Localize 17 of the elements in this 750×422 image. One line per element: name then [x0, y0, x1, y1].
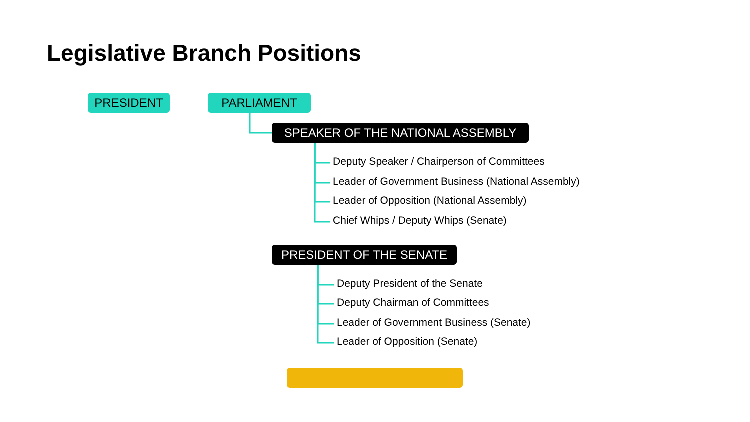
position-box: PRESIDENT OF THE SENATE [272, 245, 457, 265]
position-label: Leader of Government Business (Senate) [337, 316, 531, 332]
position-label: Deputy Chairman of Committees [337, 296, 490, 312]
button-shape [287, 368, 463, 388]
position-box: PRESIDENT [88, 93, 170, 113]
connector-line [317, 265, 334, 344]
position-label: Deputy Speaker / Chairperson of Committees [333, 155, 545, 171]
position-box: SPEAKER OF THE NATIONAL ASSEMBLY [272, 123, 529, 143]
connector-line [314, 143, 330, 223]
connector-line [249, 113, 272, 134]
position-label: Leader of Government Business (National Assembly) [333, 175, 580, 191]
position-label: Chief Whips / Deputy Whips (Senate) [333, 214, 507, 230]
position-label: Leader of Opposition (Senate) [337, 335, 478, 351]
position-box: PARLIAMENT [208, 93, 311, 113]
position-label: Leader of Opposition (National Assembly) [333, 194, 527, 210]
position-label: Deputy President of the Senate [337, 277, 483, 293]
title: Legislative Branch Positions [47, 39, 362, 68]
